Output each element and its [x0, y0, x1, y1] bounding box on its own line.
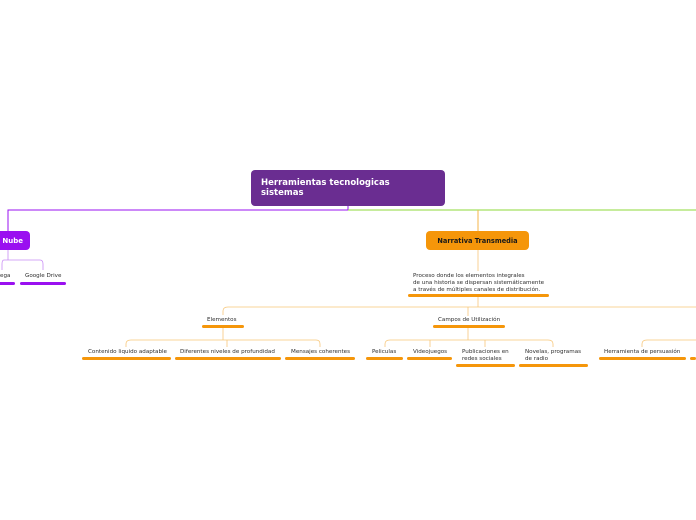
root-node-label: Herramientas tecnologicas sistemas	[261, 177, 390, 199]
third-group-child-2-underline	[690, 357, 696, 360]
elementos-child-1-underline	[82, 357, 171, 360]
connector-desc-groups	[222, 297, 696, 316]
elementos-child-1-label[interactable]: Contenido liquido adaptable	[88, 349, 167, 355]
narrativa-node-label: Narrativa Transmedia	[437, 236, 518, 245]
campos-child-3-underline	[456, 364, 515, 367]
connector-third-group-children	[641, 339, 696, 347]
campos-child-1-underline	[366, 357, 403, 360]
third-group-child-1-label[interactable]: Herramienta de persuasión	[604, 349, 681, 355]
nube-child-2-underline	[20, 282, 66, 285]
narrativa-description-underline	[408, 294, 549, 297]
root-node[interactable]: Herramientas tecnologicas sistemas	[251, 170, 445, 206]
nube-child-1-label[interactable]: ega	[0, 273, 11, 279]
nube-child-2-label[interactable]: Google Drive	[25, 273, 62, 279]
campos-child-1-label[interactable]: Peliculas	[372, 349, 397, 355]
connector-campos-children	[384, 328, 554, 347]
elementos-child-2-underline	[175, 357, 281, 360]
campos-underline	[433, 325, 505, 328]
elementos-child-2-label[interactable]: Diferentes niveles de profundidad	[180, 349, 275, 355]
elementos-underline	[202, 325, 244, 328]
campos-child-2-label[interactable]: Videojuegos	[413, 349, 448, 355]
campos-label[interactable]: Campos de Utilización	[438, 317, 501, 323]
elementos-label[interactable]: Elementos	[207, 317, 237, 323]
elementos-child-3-label[interactable]: Mensajes coherentes	[291, 349, 351, 355]
connector-elementos-children	[125, 328, 321, 347]
nube-node[interactable]: Nube	[0, 231, 30, 250]
connector-root-nube	[7, 206, 349, 232]
nube-node-label: Nube	[2, 236, 23, 245]
third-group-child-1-underline	[599, 357, 686, 360]
elementos-child-3-underline	[285, 357, 355, 360]
campos-child-3-label[interactable]: Publicaciones en redes sociales	[462, 349, 509, 362]
campos-child-4-label[interactable]: Novelas, programas de radio	[525, 349, 582, 362]
campos-child-4-underline	[519, 364, 588, 367]
campos-child-2-underline	[407, 357, 452, 360]
narrativa-description[interactable]: Proceso donde los elementos integrales d…	[413, 273, 545, 293]
connector-nube-children	[1, 250, 44, 270]
nube-child-1-underline	[0, 282, 15, 285]
narrativa-node[interactable]: Narrativa Transmedia	[426, 231, 529, 250]
